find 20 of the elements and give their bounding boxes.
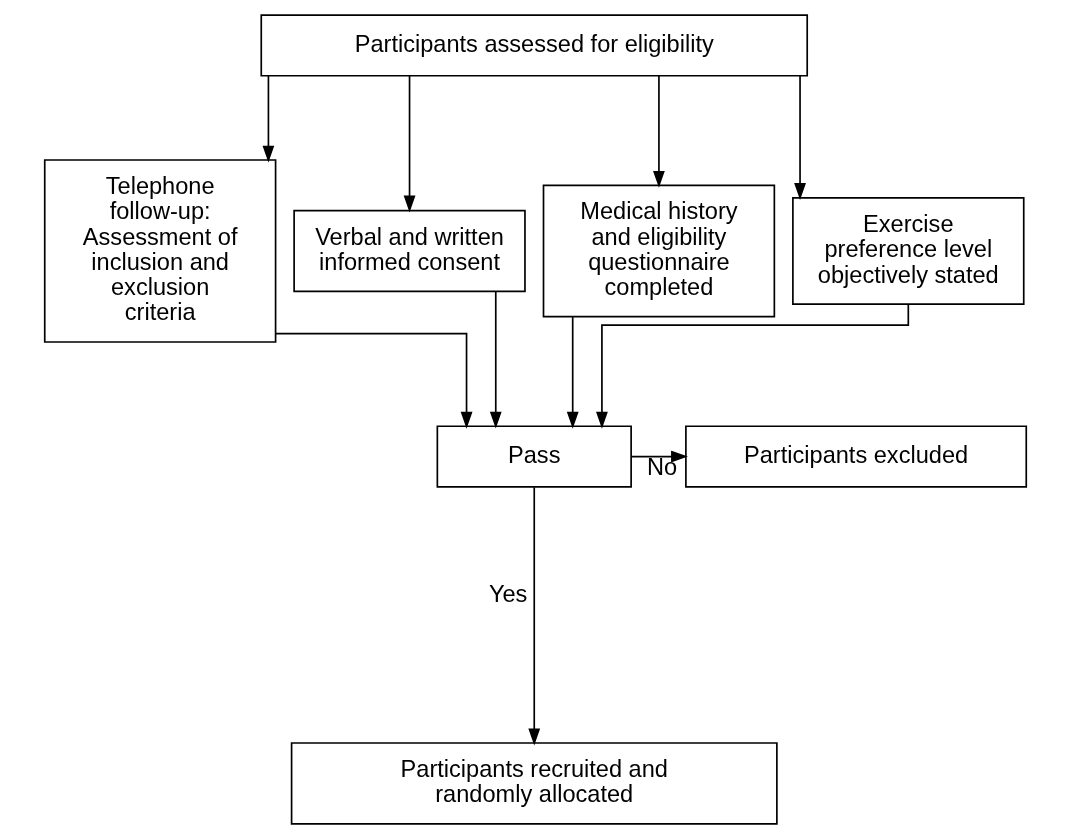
node-box: Telephone follow-up: Assessment of inclusion and exclusion criteria [43, 159, 277, 343]
arrow [794, 74, 806, 200]
node-box: Participants excluded [685, 425, 1028, 488]
arrow [528, 486, 541, 746]
edge-label: Yes [488, 580, 528, 607]
arrow [489, 290, 502, 429]
arrow [275, 332, 473, 429]
arrow [262, 74, 275, 163]
arrow [403, 74, 416, 213]
node-box: Participants recruited and randomly allocated [290, 742, 778, 825]
node-box: Exercise preference level objectively stated [792, 197, 1025, 305]
node-box: Pass [436, 425, 632, 488]
arrow [630, 450, 688, 463]
node-box: Medical history and eligibility questionnaire completed [542, 184, 776, 318]
node-box: Participants assessed for eligibility [260, 14, 809, 77]
arrow [566, 316, 579, 429]
edge-label: No [647, 454, 678, 481]
arrow [596, 303, 910, 429]
arrow [653, 74, 665, 188]
node-box: Verbal and written informed consent [293, 209, 526, 293]
